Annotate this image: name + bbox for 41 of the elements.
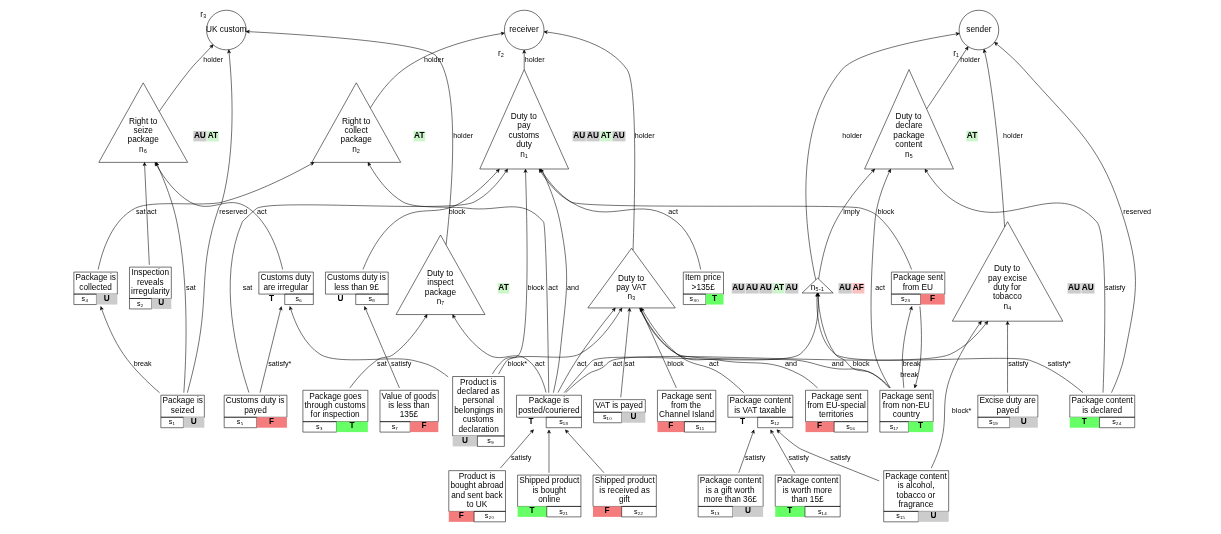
arrow xyxy=(543,30,635,251)
arrow xyxy=(994,42,1136,393)
arrow xyxy=(770,429,796,474)
arrow xyxy=(500,429,534,469)
arrow xyxy=(926,46,969,110)
arrow xyxy=(245,29,453,245)
arrow xyxy=(983,49,1005,228)
arrow xyxy=(931,321,982,469)
arrow xyxy=(349,314,428,389)
arrow xyxy=(924,168,1106,393)
arrow xyxy=(913,306,922,389)
arrow xyxy=(1005,321,1010,393)
arrow xyxy=(362,168,500,270)
arrow xyxy=(547,429,551,474)
connector xyxy=(541,168,567,393)
arrow xyxy=(563,292,820,393)
arrow xyxy=(158,44,214,112)
arrow xyxy=(100,306,160,393)
arrow xyxy=(805,32,960,281)
arrow xyxy=(557,307,616,393)
arrow xyxy=(259,306,283,393)
arrow xyxy=(738,429,755,474)
arrow xyxy=(620,307,632,398)
arrow xyxy=(815,292,1084,393)
arrow xyxy=(492,168,528,375)
arrow xyxy=(370,31,505,109)
arrow xyxy=(776,429,880,482)
arrow xyxy=(816,292,890,389)
arrow xyxy=(364,306,400,389)
arrow xyxy=(498,307,623,375)
arrow xyxy=(142,162,150,266)
arrow xyxy=(565,320,989,393)
arrow xyxy=(452,314,547,393)
arrow xyxy=(818,168,875,280)
arrow xyxy=(187,49,233,393)
arrow xyxy=(367,162,550,393)
arrow xyxy=(870,168,891,389)
arrow xyxy=(522,49,526,70)
arrow xyxy=(565,429,605,474)
arrow xyxy=(289,306,449,378)
arrow xyxy=(902,306,913,389)
